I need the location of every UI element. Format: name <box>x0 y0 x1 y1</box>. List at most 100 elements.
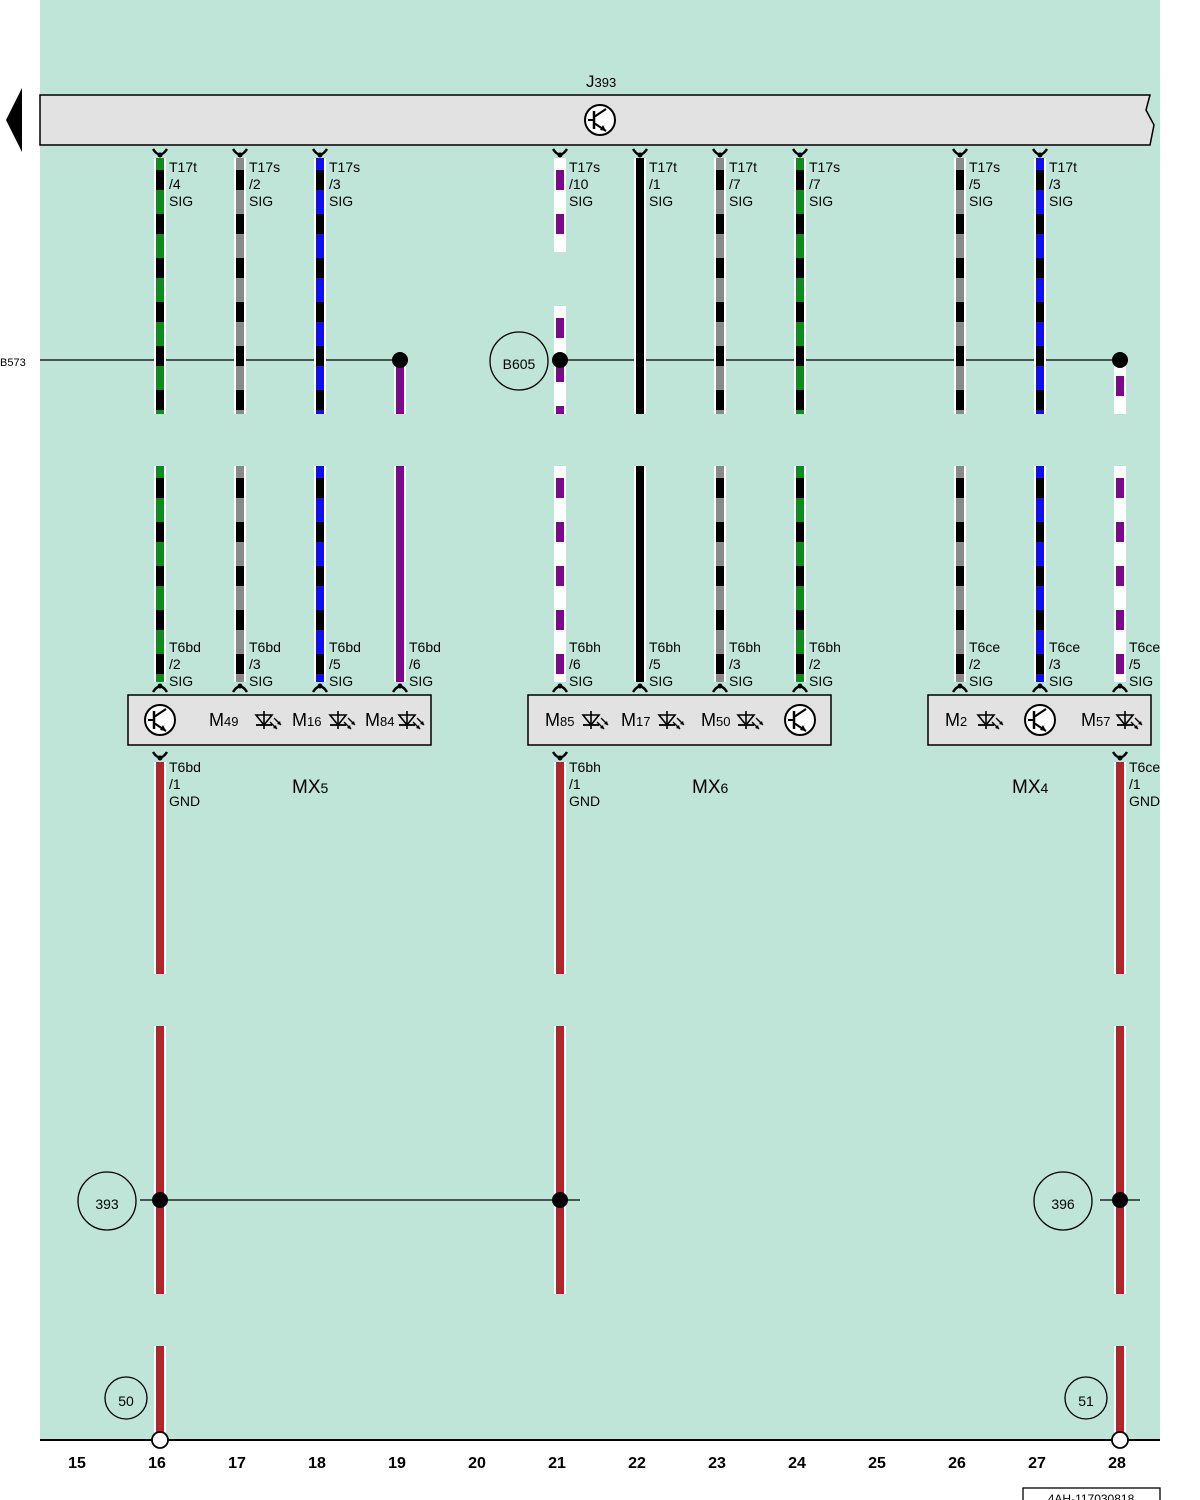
connector-pin <box>711 148 729 158</box>
component-label: M16 <box>292 710 321 730</box>
ground-terminal <box>151 1431 169 1449</box>
connector-pin <box>551 751 569 761</box>
junction-dot <box>392 352 408 368</box>
connector-pin <box>551 683 569 693</box>
component-label: M84 <box>365 710 394 730</box>
bus-line: B573 <box>0 357 1120 369</box>
connector-label: SIG <box>809 673 833 689</box>
connector-label: /2 <box>169 656 181 672</box>
wire-segment <box>634 158 646 414</box>
column-number: 22 <box>628 1455 646 1472</box>
wire-segment <box>154 466 166 682</box>
connector-label: /6 <box>569 656 581 672</box>
connector-label: GND <box>169 793 200 809</box>
connector-label: SIG <box>409 673 433 689</box>
ground-wire-segment <box>154 762 166 974</box>
drawing-number: 4AH-117030818 <box>1022 1487 1161 1500</box>
connector-label: SIG <box>249 193 273 209</box>
connector-label: /5 <box>1129 656 1141 672</box>
module-label: MX5 <box>292 777 329 798</box>
splice-b605: B605 <box>489 331 549 391</box>
wire-segment <box>954 158 966 414</box>
module-mx4: MX4 M2 M57 <box>927 694 1152 798</box>
connector-pin <box>1031 683 1049 693</box>
svg-text:50: 50 <box>118 1393 134 1409</box>
wire-segment <box>1114 466 1126 682</box>
component-label: M2 <box>945 710 967 730</box>
wire-segment <box>1034 466 1046 682</box>
component-label: M85 <box>545 710 574 730</box>
module-icons <box>144 704 1143 736</box>
connector-pin <box>791 148 809 158</box>
connector-label: /3 <box>729 656 741 672</box>
page-left-arrow-icon[interactable] <box>6 88 22 152</box>
module-mx5: MX5 M49 M16 M84 <box>127 694 432 798</box>
led-icon <box>1115 711 1143 730</box>
connector-pin <box>311 683 329 693</box>
connector-label: SIG <box>569 193 593 209</box>
connector-label: T6ce <box>1049 639 1080 655</box>
wire-segment <box>154 158 166 414</box>
svg-text:51: 51 <box>1078 1393 1094 1409</box>
connector-label: /7 <box>809 176 821 192</box>
svg-text:396: 396 <box>1051 1196 1075 1212</box>
wire-segment <box>394 364 406 414</box>
connector-label: T6bh <box>649 639 681 655</box>
connector-label: /5 <box>329 656 341 672</box>
connector-label: SIG <box>969 673 993 689</box>
connector-pin <box>951 148 969 158</box>
connector-label: T6ce <box>969 639 1000 655</box>
column-number: 16 <box>148 1455 166 1472</box>
junction-dot <box>1112 1192 1128 1208</box>
connector-pin <box>311 148 329 158</box>
connector-label: T17t <box>729 159 757 175</box>
connector-label: T6bh <box>809 639 841 655</box>
connector-label: /3 <box>1049 656 1061 672</box>
connector-label: T6bd <box>249 639 281 655</box>
junction-dot <box>552 1192 568 1208</box>
connector-label: SIG <box>329 193 353 209</box>
connector-label: T17s <box>569 159 600 175</box>
connector-pin <box>231 148 249 158</box>
connector-pin <box>951 683 969 693</box>
ground-wire-segment <box>154 1346 166 1432</box>
connector-label: SIG <box>569 673 593 689</box>
wire-segment <box>234 466 246 682</box>
connector-label: /2 <box>969 656 981 672</box>
led-icon <box>328 711 356 730</box>
component-label: M57 <box>1081 710 1110 730</box>
connector-label: /1 <box>649 176 661 192</box>
wire-segment <box>794 158 806 414</box>
ground-wire-segment <box>1114 1026 1126 1294</box>
connector-label: T6bh <box>569 759 601 775</box>
ground-terminal <box>1111 1431 1129 1449</box>
wire-segment <box>1114 364 1126 414</box>
svg-text:4AH-117030818: 4AH-117030818 <box>1048 1492 1135 1500</box>
module-label: MX4 <box>1012 777 1049 798</box>
control-unit: J393 <box>39 72 1155 146</box>
ground-point-51: 51 <box>1064 1376 1108 1420</box>
ground-wire-segment <box>554 1026 566 1294</box>
connector-label: SIG <box>969 193 993 209</box>
connector-label: T17s <box>969 159 1000 175</box>
connector-label: SIG <box>809 193 833 209</box>
connector-label: /3 <box>329 176 341 192</box>
connector-label: /1 <box>169 776 181 792</box>
connector-label: T6ce <box>1129 759 1160 775</box>
connector-label: SIG <box>729 673 753 689</box>
wire-segment <box>314 466 326 682</box>
ground-wire-segment <box>554 762 566 974</box>
wire-segment <box>314 158 326 414</box>
led-icon <box>736 711 764 730</box>
connector-label: /5 <box>969 176 981 192</box>
junction-dot <box>152 1192 168 1208</box>
control-unit-label: J393 <box>586 72 616 91</box>
wire-segment <box>714 158 726 414</box>
connector-label: SIG <box>1049 193 1073 209</box>
ground-point-50: 50 <box>104 1376 148 1420</box>
wire-segment <box>1034 158 1046 414</box>
led-icon <box>397 711 425 730</box>
connector-label: T6ce <box>1129 639 1160 655</box>
connector-label: /1 <box>569 776 581 792</box>
column-number: 15 <box>68 1455 86 1472</box>
